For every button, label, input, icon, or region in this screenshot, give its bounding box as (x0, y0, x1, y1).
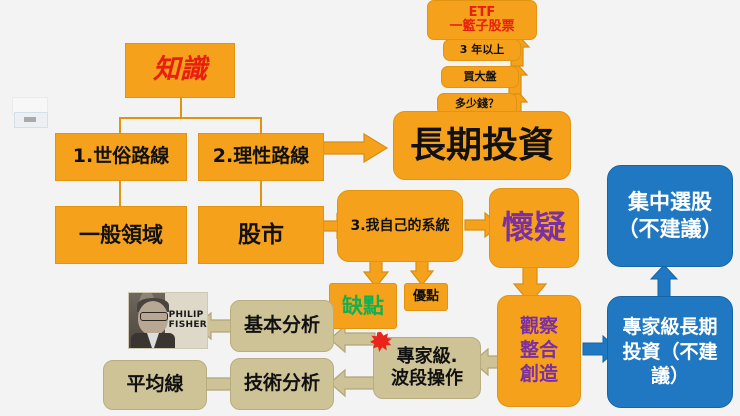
node-my-own-system-label: 3.我自己的系統 (350, 217, 450, 234)
node-disadvantage[interactable]: 缺點 (329, 283, 397, 329)
connector-to-worldly (119, 117, 121, 134)
node-buy-index-label: 買大盤 (463, 70, 497, 84)
node-concentrated-stock-picking-label: 集中選股 （不建議） (617, 189, 723, 241)
photo-caption: PHILIP FISHER (165, 309, 207, 331)
edge-artifact (12, 97, 48, 129)
node-expert-long-term-investment-label: 專家級長期 投資（不建 議） (622, 315, 718, 388)
node-expert-swing-trading[interactable]: 專家級. 波段操作 (373, 337, 481, 399)
node-buy-index[interactable]: 買大盤 (441, 66, 519, 88)
arrow-swing-to-technical (329, 368, 376, 398)
connector-knowledge-down (180, 97, 182, 119)
philip-fisher-photo: PHILIP FISHER (128, 292, 208, 349)
connector-rational-down (260, 180, 262, 207)
node-general-field-label: 一般領域 (79, 222, 163, 247)
node-fundamental-analysis[interactable]: 基本分析 (230, 300, 334, 352)
arrow-swing-to-fundamental (329, 324, 376, 354)
node-doubt-label: 懷疑 (501, 208, 566, 247)
node-etf[interactable]: ETF 一籃子股票 (427, 0, 537, 40)
node-long-term-investment[interactable]: 長期投資 (393, 111, 571, 180)
node-knowledge[interactable]: 知識 (125, 43, 235, 98)
photo-caption-line2: FISHER (168, 319, 207, 330)
node-moving-average[interactable]: 平均線 (103, 360, 207, 410)
connector-worldly-down (119, 180, 121, 207)
node-stock-market[interactable]: 股市 (198, 206, 324, 264)
node-expert-long-term-investment[interactable]: 專家級長期 投資（不建 議） (607, 296, 733, 408)
node-my-own-system[interactable]: 3.我自己的系統 (337, 190, 463, 262)
node-moving-average-label: 平均線 (126, 373, 184, 396)
node-three-years-label: 3 年以上 (459, 43, 505, 57)
node-long-term-investment-label: 長期投資 (409, 124, 554, 166)
node-disadvantage-label: 缺點 (342, 293, 384, 318)
node-path-rational-label: 2.理性路線 (212, 145, 310, 168)
node-doubt[interactable]: 懷疑 (489, 188, 579, 268)
connector-to-rational (260, 117, 262, 134)
node-stock-market-label: 股市 (238, 221, 284, 248)
node-etf-label: ETF 一籃子股票 (449, 5, 515, 34)
node-three-years[interactable]: 3 年以上 (443, 39, 521, 61)
node-path-rational[interactable]: 2.理性路線 (198, 133, 324, 181)
node-path-worldly-label: 1.世俗路線 (72, 145, 170, 168)
node-concentrated-stock-picking[interactable]: 集中選股 （不建議） (607, 165, 733, 267)
node-technical-analysis-label: 技術分析 (243, 372, 320, 395)
node-observe-integrate-create-label: 觀察 整合 創造 (519, 315, 558, 385)
node-path-worldly[interactable]: 1.世俗路線 (55, 133, 187, 181)
node-advantage[interactable]: 優點 (404, 283, 448, 311)
node-how-much-label: 多少錢？ (455, 97, 499, 111)
node-advantage-label: 優點 (412, 289, 439, 305)
node-fundamental-analysis-label: 基本分析 (243, 314, 320, 337)
portrait-icon (129, 293, 175, 348)
connector-knowledge-horizontal (119, 117, 262, 119)
node-knowledge-label: 知識 (153, 54, 207, 86)
node-technical-analysis[interactable]: 技術分析 (230, 358, 334, 410)
node-expert-swing-trading-label: 專家級. 波段操作 (391, 345, 463, 390)
arrow-rational-to-longterm (319, 132, 389, 164)
photo-caption-line1: PHILIP (168, 309, 204, 320)
node-observe-integrate-create[interactable]: 觀察 整合 創造 (497, 295, 581, 407)
node-general-field[interactable]: 一般領域 (55, 206, 187, 264)
